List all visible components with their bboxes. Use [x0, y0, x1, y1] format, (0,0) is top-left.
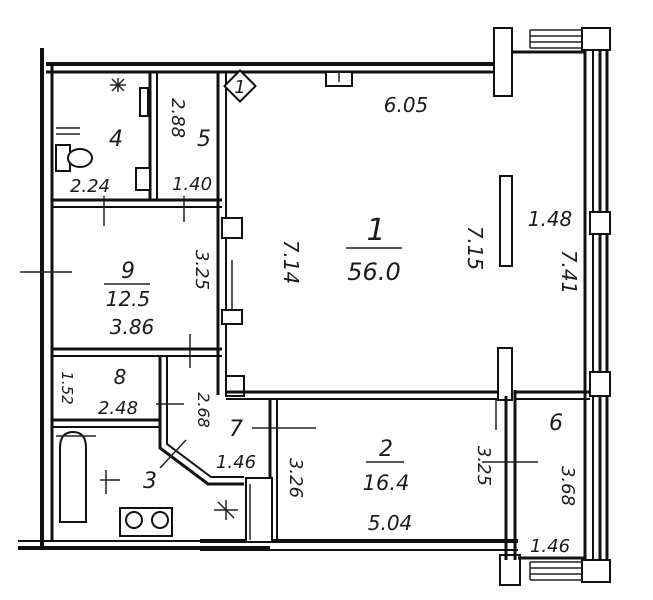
dim-r9-bottom: 3.86 [110, 315, 155, 339]
room-4-number: 4 [109, 127, 123, 152]
dim-r7-bottom: 1.46 [216, 452, 256, 473]
dim-r1-right: 7.15 [463, 226, 487, 271]
interior-walls [52, 72, 590, 560]
dim-r6-side: 3.68 [557, 466, 578, 506]
dim-r5-bottom: 1.40 [172, 174, 212, 195]
dim-r9-side: 3.25 [191, 250, 212, 290]
dim-r2-bottom: 5.04 [368, 511, 413, 535]
orientation-marker [223, 69, 257, 103]
room-2-area: 16.4 [363, 471, 410, 495]
light-icon [110, 78, 126, 92]
room-1-area: 56.0 [347, 258, 400, 286]
room-6-number: 6 [549, 411, 563, 436]
room-8-number: 8 [114, 365, 127, 389]
dim-r1-far: 7.41 [557, 250, 581, 295]
dim-r6-bottom: 1.46 [530, 536, 570, 557]
room-9-area: 12.5 [106, 287, 151, 311]
dim-r1-top: 6.05 [384, 93, 429, 117]
dim-r4-bottom: 2.24 [70, 176, 110, 197]
marker-label: 1 [234, 77, 245, 98]
dim-r7-side: 2.68 [194, 392, 213, 428]
room-7-number: 7 [229, 417, 243, 442]
dim-r8-side: 1.52 [58, 371, 76, 404]
dimension-lines [103, 196, 538, 469]
room-5-number: 5 [197, 127, 211, 152]
room-3-number: 3 [143, 469, 157, 494]
light-icon [214, 500, 238, 520]
dim-r5-side: 2.88 [167, 98, 188, 138]
dim-r8-bottom: 2.48 [98, 398, 138, 419]
fixtures [55, 71, 353, 537]
room-1-number: 1 [366, 213, 385, 248]
room-2-number: 2 [379, 437, 393, 462]
dim-r1-left: 7.14 [279, 240, 303, 285]
dimension-labels: 6.05 7.14 7.15 1.48 7.41 2.24 2.88 1.40 … [58, 93, 581, 557]
dim-r2-left: 3.26 [285, 458, 306, 498]
room-9-number: 9 [121, 259, 135, 284]
dim-r1-edge: 1.48 [528, 207, 573, 231]
room-labels: 1 56.0 2 16.4 3 4 5 6 7 8 9 12.5 [104, 127, 563, 495]
dim-r2-right: 3.25 [473, 446, 494, 486]
